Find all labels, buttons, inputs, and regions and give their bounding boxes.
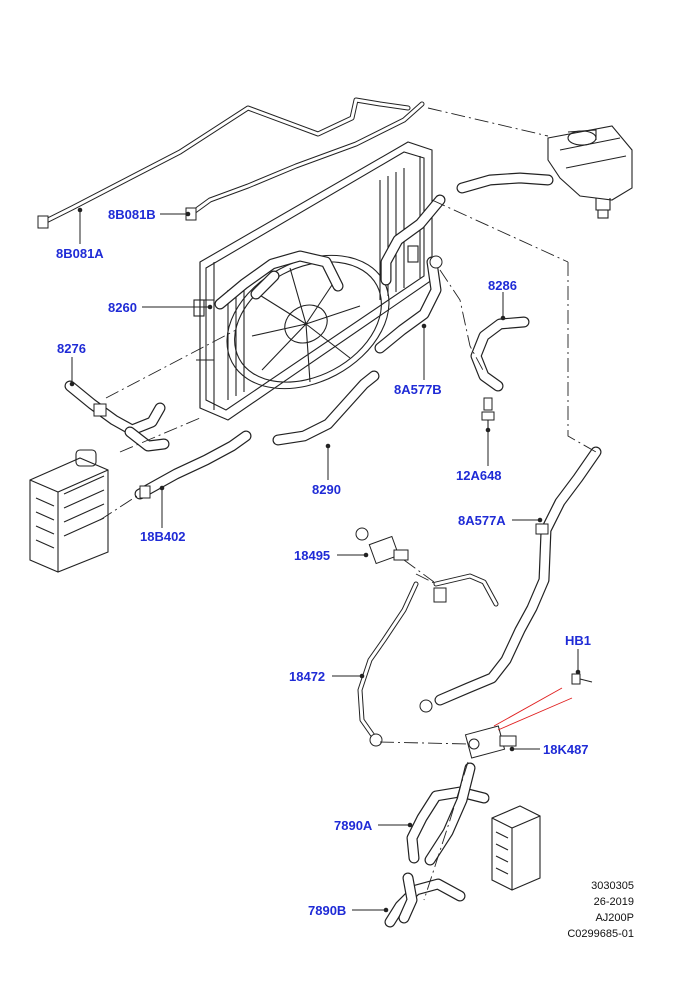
charge-air-cooler [29,449,109,573]
hoses-and-pipes [41,97,602,928]
fittings [37,207,593,759]
radiator-fan-assembly [193,141,433,421]
callout-18472: 18472 [289,669,325,684]
highlight-pointer [493,687,573,731]
callout-12A648: 12A648 [456,468,502,483]
callout-8B081A: 8B081A [56,246,104,261]
oil-cooler [491,805,541,891]
callout-8290: 8290 [312,482,341,497]
callout-8B081B: 8B081B [108,207,156,222]
callout-7890B: 7890B [308,903,346,918]
reference-model: AJ200P [595,912,634,924]
callout-8286: 8286 [488,278,517,293]
callout-18495: 18495 [294,548,330,563]
callout-8A577B: 8A577B [394,382,442,397]
callout-18K487: 18K487 [543,742,589,757]
callout-8276: 8276 [57,341,86,356]
expansion-tank [547,125,633,219]
callout-labels: 8B081A 8B081B 8260 8276 8286 8A577B 12A6… [56,207,591,918]
reference-block: 3030305 26-2019 AJ200P C0299685-01 [567,878,634,942]
callout-8260: 8260 [108,300,137,315]
connection-lines [99,107,597,901]
reference-illustration-id: C0299685-01 [567,928,634,940]
reference-date: 26-2019 [593,896,634,908]
callout-7890A: 7890A [334,818,373,833]
callout-18B402: 18B402 [140,529,186,544]
callout-leaders [69,207,581,913]
callout-HB1: HB1 [565,633,591,648]
callout-8A577A: 8A577A [458,513,506,528]
reference-number: 3030305 [591,880,634,892]
